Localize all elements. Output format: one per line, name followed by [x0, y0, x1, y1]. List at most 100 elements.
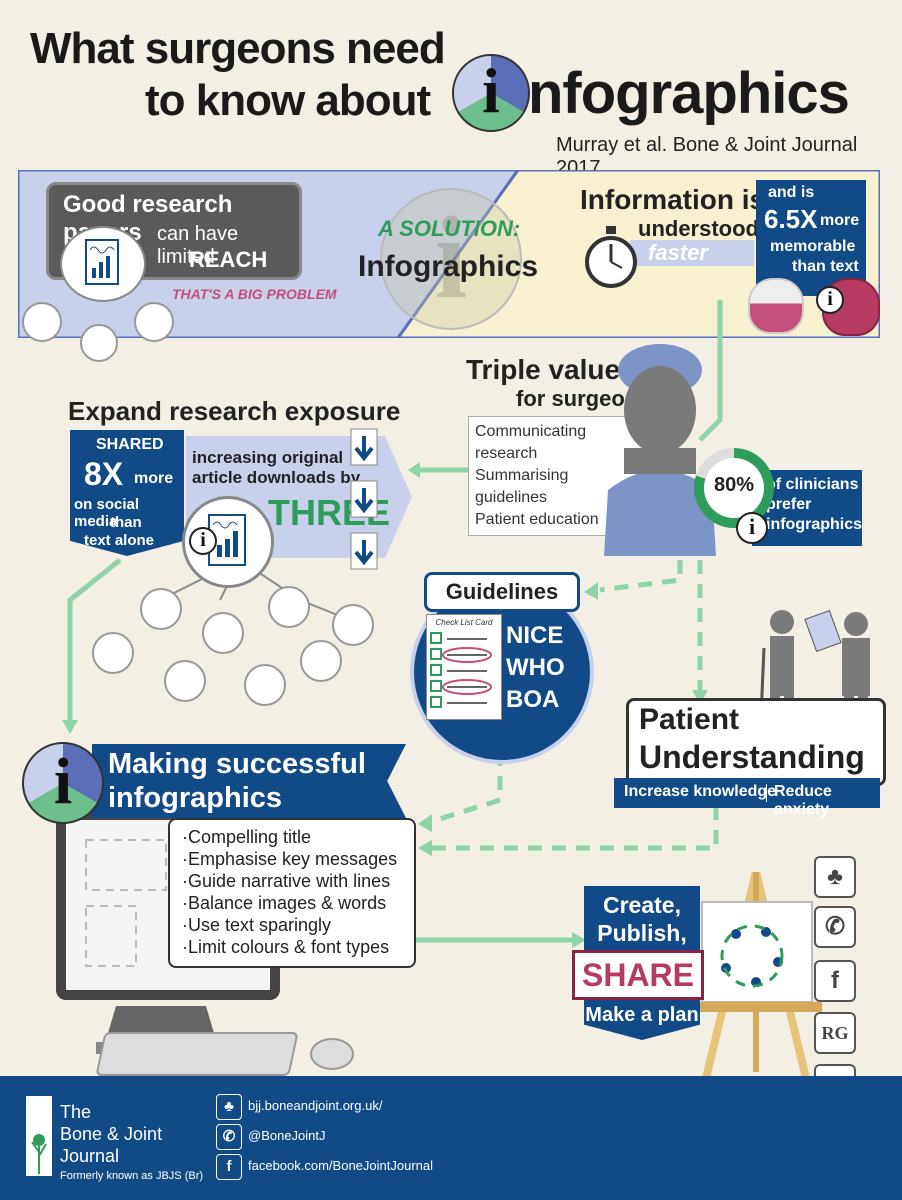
network-person-icon [332, 604, 374, 646]
memorable-line-1: and is [768, 184, 815, 201]
clinicians-box: of clinicians prefer infographics [752, 470, 862, 546]
making-list: ·Compelling title ·Emphasise key message… [168, 818, 416, 968]
researchgate-icon[interactable]: RG [814, 1012, 856, 1054]
guideline-item: BOA [506, 686, 560, 713]
surgeon-icon [594, 340, 724, 561]
shared-rest-2: than [110, 514, 142, 531]
patient-box: Patient Understanding [626, 698, 886, 786]
facebook-icon[interactable]: f [216, 1154, 242, 1180]
download-icon [350, 532, 378, 575]
shared-multiplier: 8X [84, 456, 124, 492]
triple-item: Patient education [475, 511, 599, 528]
network-person-icon [92, 632, 134, 674]
memorable-line-3: more [820, 212, 860, 229]
infographics-logo-icon: i [452, 54, 530, 132]
triple-item: Communicating research [475, 423, 587, 462]
solution-logo-icon: i [380, 188, 522, 330]
person-icon [134, 302, 174, 342]
memorable-line-2: 6.5X [764, 204, 818, 234]
shared-box: SHARED 8X more on social media than text… [70, 430, 184, 556]
mouse-icon [310, 1038, 354, 1070]
checklist-title: Check List Card [435, 618, 493, 627]
shared-rest-3: text alone [84, 532, 155, 549]
twitter-icon[interactable]: ✆ [216, 1124, 242, 1150]
download-icon [350, 428, 378, 471]
information-line-3: faster [648, 240, 708, 265]
problem-line-3: REACH [189, 247, 268, 272]
making-item: ·Limit colours & font types [182, 937, 390, 957]
network-person-icon [244, 664, 286, 706]
person-icon [80, 324, 118, 362]
easel-icon [686, 871, 826, 1087]
guidelines-title: Guidelines [445, 579, 559, 604]
tree-logo-icon[interactable]: ♣ [814, 856, 856, 898]
downloads-line-2: article downloads by [192, 468, 361, 487]
clinicians-line-1: of clinicians [766, 476, 859, 493]
memorable-line-5: than text [792, 258, 859, 275]
shared-rest-1: on social media [74, 496, 140, 530]
journal-name-3: Journal [60, 1146, 120, 1166]
solution-word: Infographics [358, 250, 539, 283]
percent-value: 80% [713, 474, 755, 496]
downloads-line-1: increasing original [192, 448, 344, 467]
patient-sub-1: Increase knowledge [624, 783, 777, 800]
website-link[interactable]: bjj.boneandjoint.org.uk/ [248, 1098, 383, 1113]
solution-label: A SOLUTION: [378, 216, 521, 241]
making-title-1: Making successful [108, 748, 366, 780]
stopwatch-icon [584, 226, 638, 295]
patient-line-1: Patient [639, 703, 740, 736]
guideline-item: WHO [506, 654, 565, 681]
memorable-line-4: memorable [770, 238, 856, 255]
information-faster-bar: faster [630, 240, 754, 266]
journal-formerly: Formerly known as JBJS (Br) [60, 1170, 204, 1182]
facebook-link[interactable]: facebook.com/BoneJointJournal [248, 1158, 434, 1173]
twitter-link[interactable]: @BoneJointJ [248, 1128, 326, 1143]
network-person-icon [202, 612, 244, 654]
shared-more: more [134, 470, 174, 487]
title-infographics: nfographics [528, 61, 850, 126]
memorable-box: and is 6.5X more memorable than text [756, 180, 866, 296]
title-line-2: to know about [145, 76, 431, 125]
download-icon [350, 480, 378, 523]
information-line-2: understood [638, 216, 759, 241]
shared-label: SHARED [96, 436, 164, 453]
create-line-2: Publish, [597, 920, 687, 946]
facebook-icon[interactable]: f [814, 960, 856, 1002]
network-person-icon [268, 586, 310, 628]
network-person-icon [164, 660, 206, 702]
journal-name-2: Bone & Joint [60, 1124, 163, 1144]
making-item: ·Balance images & words [182, 893, 387, 913]
percent-ring: 80% [694, 448, 774, 528]
guidelines-title-box: Guidelines [424, 572, 580, 612]
making-item: ·Emphasise key messages [182, 849, 398, 869]
expand-title: Expand research exposure [68, 396, 401, 426]
twitter-icon[interactable]: ✆ [814, 906, 856, 948]
problem-line-2: can have limited [157, 223, 239, 268]
create-plan: Make a plan [585, 1004, 699, 1026]
triple-item: Summarising guidelines [475, 467, 569, 506]
infographics-badge-icon: i [816, 286, 844, 314]
infographics-badge-icon: i [736, 512, 768, 544]
shared-paper-icon: i [182, 496, 274, 588]
making-logo-icon: i [22, 742, 104, 824]
clinicians-line-3: infographics [766, 516, 863, 533]
patient-sub-2: Reduce anxiety [774, 783, 832, 818]
information-line-1: Information is [580, 184, 766, 215]
triple-title: Triple value [466, 354, 621, 385]
network-person-icon [300, 640, 342, 682]
journal-logo [26, 1096, 52, 1176]
research-paper-icon [60, 226, 146, 302]
checklist-card: Check List Card [426, 614, 502, 720]
making-title-2: infographics [108, 782, 283, 814]
journal-name-1: The [60, 1102, 92, 1122]
brain-left-icon [748, 278, 804, 334]
clinicians-line-2: prefer [766, 496, 812, 513]
create-line-1: Create, [603, 892, 681, 918]
keyboard-icon [95, 1032, 299, 1076]
website-icon[interactable]: ♣ [216, 1094, 242, 1120]
footer [0, 1076, 902, 1200]
patient-sub-bar: Increase knowledge Reduce anxiety [614, 778, 880, 818]
making-item: ·Compelling title [182, 827, 312, 847]
connector-lines [62, 300, 723, 948]
share-label: SHARE [581, 957, 694, 993]
